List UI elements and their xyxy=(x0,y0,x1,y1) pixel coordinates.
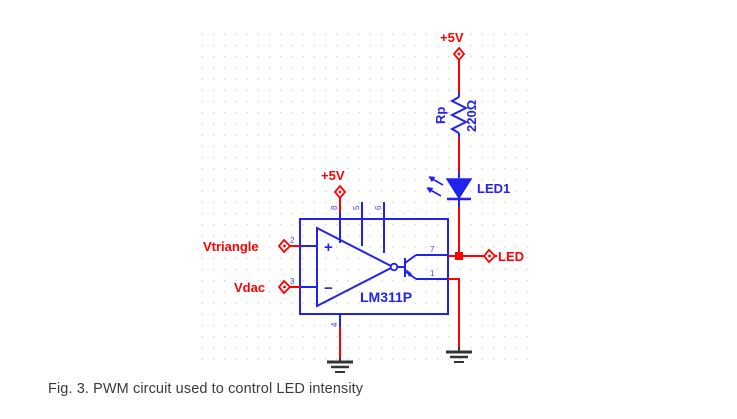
pin-number-7: 7 xyxy=(430,245,435,254)
junction-dot-output xyxy=(455,252,463,260)
pin-number-3: 3 xyxy=(290,277,295,286)
label-lm311p: LM311P xyxy=(360,289,412,305)
label-vcc-comparator: +5V xyxy=(321,168,345,183)
grid-background xyxy=(200,28,537,368)
pin-number-2: 2 xyxy=(290,236,295,245)
pin-number-1: 1 xyxy=(430,269,435,278)
led-output-port-marker xyxy=(482,248,497,264)
label-vdac: Vdac xyxy=(234,280,265,295)
inverting-input-sign: − xyxy=(324,280,333,297)
noninverting-input-sign: + xyxy=(324,239,333,256)
label-led-output: LED xyxy=(498,249,524,264)
resistor-rp-symbol xyxy=(449,93,469,137)
comparator-triangle xyxy=(316,226,396,308)
vdac-port-marker xyxy=(277,279,292,295)
figure-caption: Fig. 3. PWM circuit used to control LED … xyxy=(48,381,364,397)
vtriangle-port-marker xyxy=(277,238,292,254)
label-resistor-value: 220Ω xyxy=(464,100,479,132)
pin-number-6: 6 xyxy=(374,205,383,210)
pin-number-8: 8 xyxy=(330,205,339,210)
label-led1: LED1 xyxy=(477,181,510,196)
ground-symbol-pin4 xyxy=(327,358,353,373)
label-vtriangle: Vtriangle xyxy=(203,239,259,254)
label-vcc-led: +5V xyxy=(440,30,464,45)
label-resistor-designator: Rp xyxy=(433,107,448,124)
lm311p-body-outline xyxy=(299,218,449,315)
led1-symbol xyxy=(426,172,473,207)
pin-number-4: 4 xyxy=(330,322,339,327)
output-transistor-symbol xyxy=(389,254,417,280)
ground-symbol-emitter xyxy=(446,347,472,363)
pin-number-5: 5 xyxy=(352,205,361,210)
vcc-led-terminal-marker xyxy=(452,46,466,62)
wire-pin1-to-ground xyxy=(448,278,460,347)
